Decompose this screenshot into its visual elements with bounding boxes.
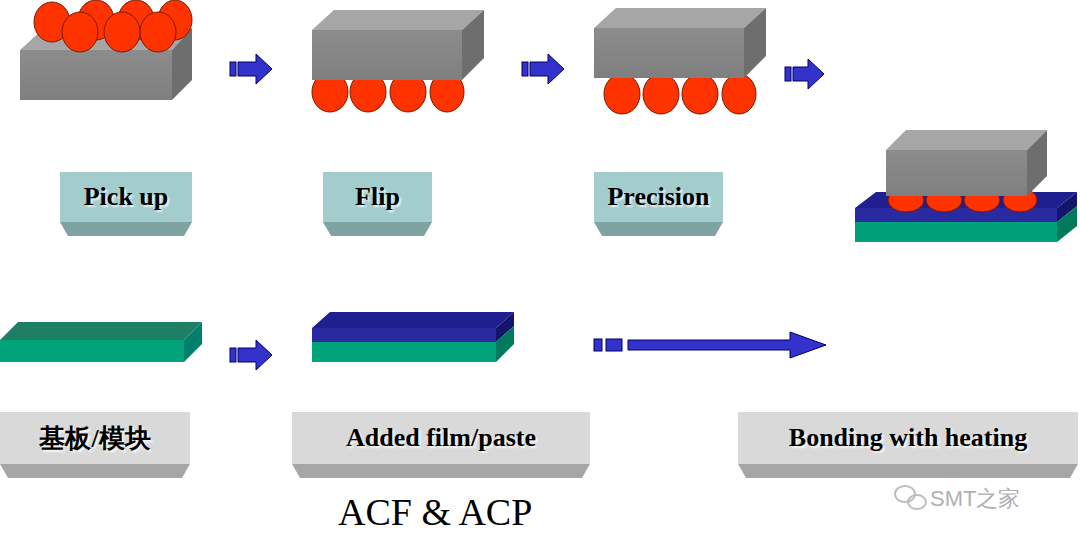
chip-pickup <box>20 0 192 100</box>
step-plate: Bonding with heating <box>738 412 1078 478</box>
substrate-with-film <box>312 312 514 362</box>
caption-label: ACF & ACP <box>338 490 532 534</box>
step-plate: Added film/paste <box>292 412 590 478</box>
plate-face: Bonding with heating <box>738 412 1078 464</box>
plate-face: Pick up <box>60 172 192 222</box>
step-label: Bonding with heating <box>789 423 1027 453</box>
step-plate: Flip <box>323 172 432 236</box>
step-plate: Precision <box>594 172 723 236</box>
bonded-assembly <box>855 130 1077 242</box>
step-label: Pick up <box>84 182 169 212</box>
watermark-icon <box>895 486 926 509</box>
step-plate: Pick up <box>60 172 192 236</box>
plate-face: 基板/模块 <box>0 412 190 464</box>
step-label: Precision <box>607 182 709 212</box>
step-label: Added film/paste <box>346 423 536 453</box>
step-plate: 基板/模块 <box>0 412 190 478</box>
chip-precision <box>594 8 766 114</box>
watermark: SMT之家 <box>930 484 1020 514</box>
flow-arrows <box>230 54 826 370</box>
substrate <box>0 322 202 362</box>
step-label: Flip <box>355 182 400 212</box>
step-label: 基板/模块 <box>39 421 150 456</box>
chip-flip <box>312 10 484 112</box>
plate-face: Flip <box>323 172 432 222</box>
plate-face: Added film/paste <box>292 412 590 464</box>
plate-face: Precision <box>594 172 723 222</box>
